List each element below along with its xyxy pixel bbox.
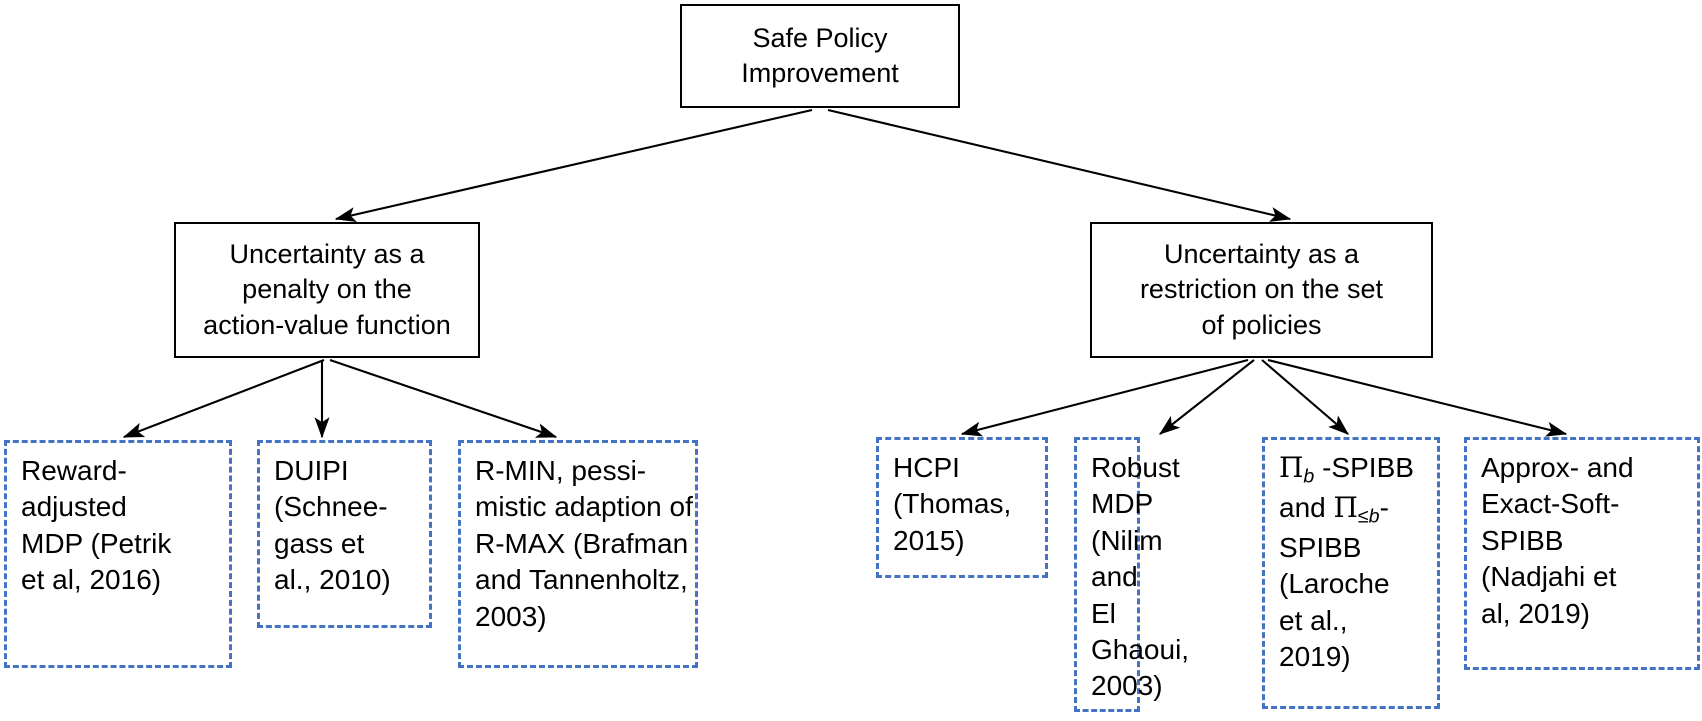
edge-restriction-to-robust-mdp [1159,359,1255,435]
edge-penalty-to-r-min [329,359,558,438]
edge-root-to-penalty [334,108,813,222]
edge-root-to-restriction [827,108,1292,222]
edge-restriction-to-spibb [1261,359,1349,435]
edge-restriction-to-hcpi [960,358,1249,437]
node-hcpi-label: HCPI(Thomas,2015) [893,452,1012,556]
node-hcpi[interactable]: HCPI(Thomas,2015) [876,437,1048,578]
edge-restriction-to-soft-spibb [1267,358,1568,437]
edge-penalty-to-reward-adjusted-mdp [122,359,325,438]
